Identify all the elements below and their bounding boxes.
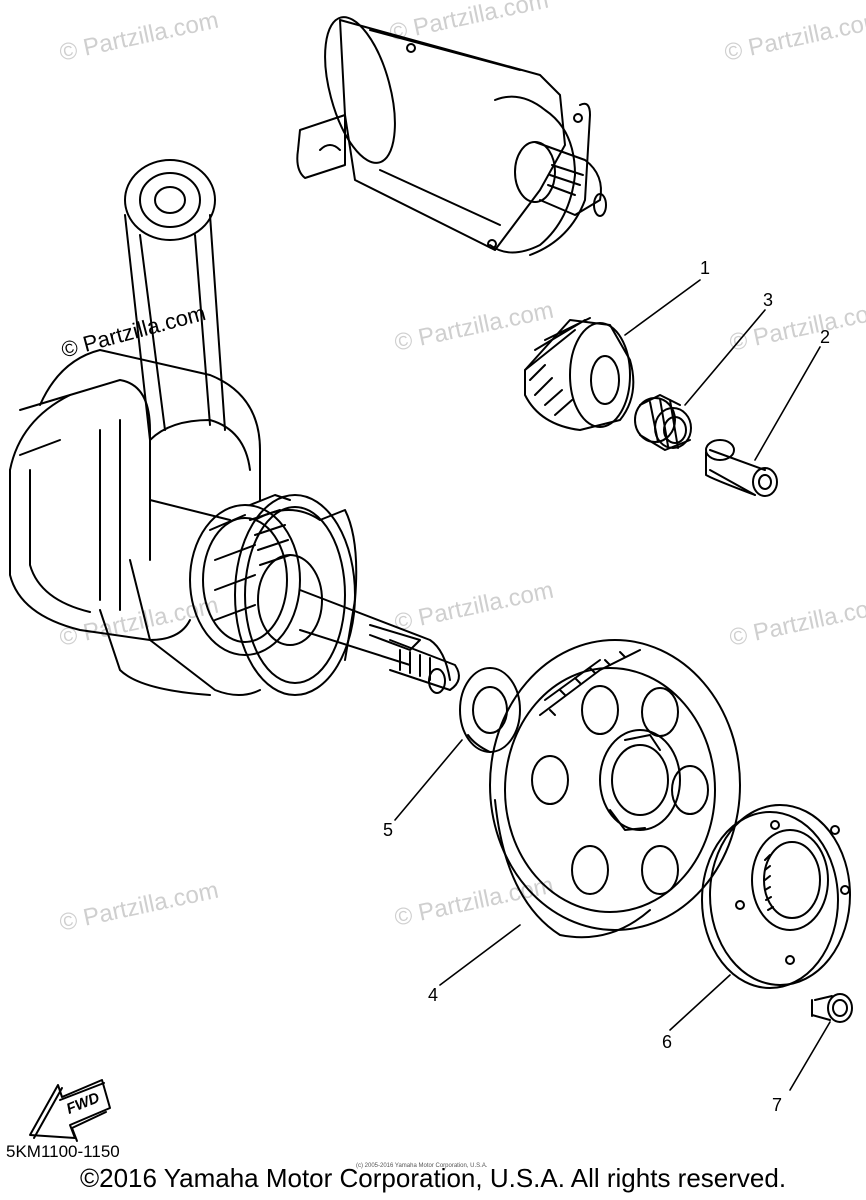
starter-motor bbox=[296, 16, 607, 256]
bolt bbox=[811, 993, 853, 1023]
one-way-clutch bbox=[701, 804, 851, 989]
callout-7: 7 bbox=[772, 1095, 783, 1115]
washer bbox=[459, 667, 521, 753]
callout-5: 5 bbox=[383, 820, 394, 840]
callout-4: 4 bbox=[428, 985, 439, 1005]
starter-wheel-gear bbox=[489, 639, 741, 939]
callout-2: 2 bbox=[820, 327, 831, 347]
shaft bbox=[705, 439, 778, 497]
diagram-code: 5KM1100-1150 bbox=[6, 1142, 120, 1161]
copyright-notice: ©2016 Yamaha Motor Corporation, U.S.A. A… bbox=[79, 1163, 787, 1193]
callout-6: 6 bbox=[662, 1032, 673, 1052]
needle-bearing bbox=[634, 394, 692, 451]
crankshaft bbox=[9, 159, 460, 696]
callout-1: 1 bbox=[700, 258, 711, 278]
leader-lines bbox=[394, 279, 831, 1091]
small-credit-line: (c) 2005-2016 Yamaha Motor Corporation, … bbox=[356, 1163, 488, 1169]
starter-idle-gear bbox=[524, 317, 635, 431]
forward-arrow-icon bbox=[29, 1079, 111, 1142]
callout-3: 3 bbox=[763, 290, 774, 310]
